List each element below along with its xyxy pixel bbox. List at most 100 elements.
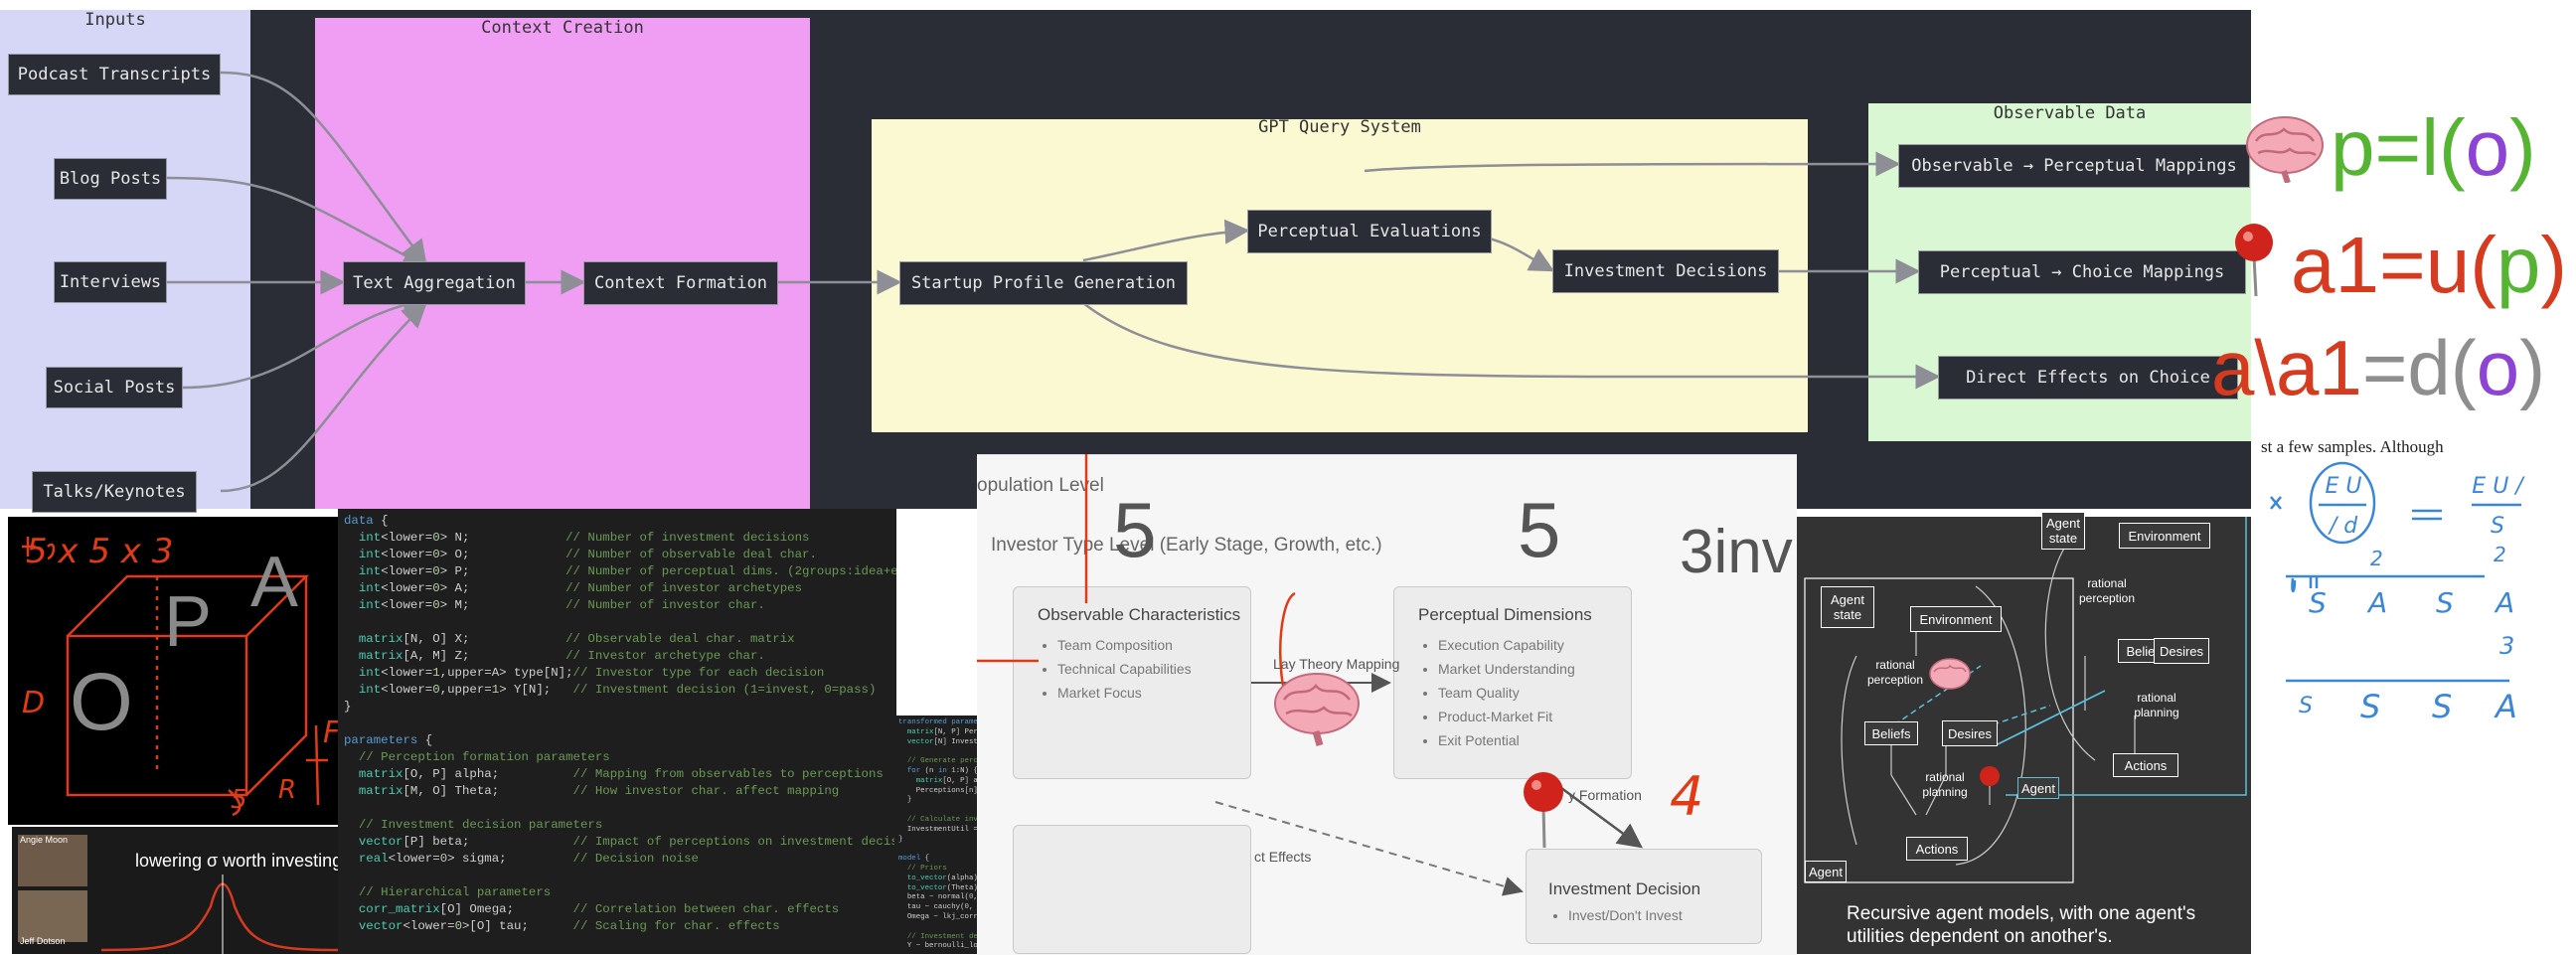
input-social-posts[interactable]: Social Posts	[46, 367, 183, 408]
perceptual-evaluations-node[interactable]: Perceptual Evaluations	[1247, 210, 1492, 253]
observable-data-panel-title: Observable Data	[1993, 103, 2147, 123]
outer-environment-box[interactable]: Environment	[2119, 523, 2210, 549]
startup-profile-generation-node[interactable]: Startup Profile Generation	[899, 261, 1188, 305]
inner-agent-box[interactable]: Agent	[1805, 861, 1847, 882]
bell-curve	[101, 875, 340, 954]
brain-icon	[2246, 116, 2324, 183]
code2-line: // Priors	[906, 864, 947, 873]
inner-desires-box[interactable]: Desires	[1942, 720, 1998, 746]
input-talks-keynotes[interactable]: Talks/Keynotes	[32, 471, 197, 513]
code1-line: int<lower=0> P; // Number of perceptual …	[358, 564, 896, 578]
input-podcast-transcripts[interactable]: Podcast Transcripts	[8, 54, 221, 95]
webcam-name-2: Jeff Dotson	[20, 936, 66, 946]
pd-item-pmf: Product-Market Fit	[1438, 705, 1631, 728]
note-fraction-right: E U / S	[2472, 474, 2523, 539]
inner-agent-state-box[interactable]: Agent state	[1821, 586, 1874, 628]
inner-environment-box[interactable]: Environment	[1910, 606, 2002, 632]
input-interviews[interactable]: Interviews	[54, 261, 167, 303]
text-aggregation-node[interactable]: Text Aggregation	[343, 261, 526, 305]
pushpin-icon-model	[1524, 772, 1563, 849]
gpt-query-panel-title: GPT Query System	[1258, 117, 1421, 137]
eq1-o: o	[2465, 103, 2510, 192]
video-thumbnail[interactable]: Angie Moon Jeff Dotson lowering σ worth …	[12, 827, 340, 954]
video-caption: lowering σ worth investing	[135, 851, 340, 871]
eq2-a1: a1	[2291, 221, 2379, 309]
overlay-number-5-right: 5	[1518, 486, 1561, 573]
sketch-hand-d: D	[22, 686, 46, 720]
output-direct-effects[interactable]: Direct Effects on Choice	[1938, 356, 2238, 399]
pushpin-icon	[2235, 224, 2273, 297]
handwritten-note-panel: st a few samples. Although E U / d = E U…	[2251, 437, 2576, 954]
code1-line	[344, 800, 896, 817]
code1-line: int<lower=0> O; // Number of observable …	[358, 548, 817, 561]
formation-label: y Formation	[1568, 787, 1642, 803]
outer-actions-box[interactable]: Actions	[2113, 753, 2178, 777]
code1-line: // Hierarchical parameters	[358, 885, 552, 899]
output-perceptual-choice[interactable]: Perceptual → Choice Mappings	[1918, 250, 2246, 294]
outer-desires-box[interactable]: Desires	[2154, 638, 2209, 664]
output-observable-perceptual[interactable]: Observable → Perceptual Mappings	[1898, 144, 2250, 188]
note-fraction-left: E U / d	[2325, 474, 2362, 539]
eq1-close: )	[2509, 103, 2536, 192]
agent-diagram-caption: Recursive agent models, with one agent's…	[1847, 903, 2196, 947]
eq3-o: o	[2476, 324, 2520, 411]
code1-line: // Investment decision parameters	[358, 818, 603, 832]
eq2-close: )	[2540, 221, 2567, 309]
webcam-tile-1	[18, 835, 87, 886]
overlay-number-5-left: 5	[1113, 486, 1157, 573]
code2-line: }	[898, 835, 903, 844]
pd-item-exit: Exit Potential	[1438, 728, 1631, 752]
oc-item-team: Team Composition	[1057, 633, 1250, 657]
note-top-text: st a few samples. Although	[2261, 437, 2444, 456]
code1-line: matrix[M, O] Theta; // How investor char…	[358, 784, 840, 798]
inner-rational-perception: rational perception	[1866, 658, 1924, 687]
code1-line: data {	[344, 514, 389, 528]
input-blog-posts[interactable]: Blog Posts	[54, 158, 167, 200]
context-formation-node[interactable]: Context Formation	[583, 261, 778, 305]
code1-line: int<lower=0> N; // Number of investment …	[358, 531, 810, 545]
outer-rational-planning: rational planning	[2134, 691, 2179, 719]
investment-decisions-node[interactable]: Investment Decisions	[1552, 249, 1779, 293]
oc-item-tech: Technical Capabilities	[1057, 657, 1250, 681]
note-row1-mark-1: 2	[2370, 547, 2383, 570]
code1-line: corr_matrix[O] Omega; // Correlation bet…	[358, 902, 840, 916]
outer-agent-box[interactable]: Agent	[2017, 777, 2059, 799]
pushpin-icon-agent	[1980, 766, 2000, 805]
code1-line: int<lower=0> A; // Number of investor ar…	[358, 581, 803, 595]
note-row2-mark: 3	[2499, 632, 2515, 660]
code1-line: int<lower=1,upper=A> type[N];// Investor…	[358, 666, 825, 680]
sketch-label-p: P	[164, 582, 213, 662]
direct-effects-label: ct Effects	[1254, 849, 1312, 865]
webcam-tile-2	[18, 890, 87, 942]
inputs-panel-title: Inputs	[84, 10, 146, 30]
investment-decision-title: Investment Decision	[1548, 879, 1701, 898]
inner-actions-box[interactable]: Actions	[1906, 837, 1968, 861]
sketch-hand-r: R	[278, 775, 297, 805]
eq1-l: l(	[2421, 103, 2466, 192]
outer-agent-state-box[interactable]: Agent state	[2041, 512, 2085, 550]
overlay-3inv: 3inv	[1680, 518, 1793, 586]
sketch-hand-dims: 5 x 5 x 3	[26, 532, 174, 571]
code1-line: vector<lower=0>[O] tau; // Scaling for c…	[358, 919, 780, 933]
code1-line: int<lower=0> M; // Number of investor ch…	[358, 598, 765, 612]
lower-left-card	[1013, 825, 1251, 954]
equation-perception: p=l(o)	[2331, 103, 2536, 193]
brain-icon-model	[1274, 673, 1360, 746]
code1-line: }	[344, 700, 352, 714]
code1-line: matrix[N, O] X; // Observable deal char.…	[358, 632, 795, 646]
note-row1-s2: S	[2436, 586, 2454, 619]
note-row1-a1: A	[2368, 586, 2388, 619]
perceptual-dimensions-card[interactable]: Perceptual Dimensions Execution Capabili…	[1393, 586, 1632, 779]
note-row1-s1: S	[2309, 586, 2327, 619]
observable-characteristics-card[interactable]: Observable Characteristics Team Composit…	[1013, 586, 1251, 779]
investment-decision-card[interactable]: Investment Decision Invest/Don't Invest	[1526, 849, 1762, 944]
code1-line: matrix[A, M] Z; // Investor archetype ch…	[358, 649, 765, 663]
code1-line	[344, 868, 896, 884]
cube-sketch	[22, 537, 328, 817]
note-row2-s2: S	[2360, 688, 2381, 725]
id-item-invest: Invest/Don't Invest	[1568, 903, 1761, 927]
sketch-label-o: O	[70, 657, 133, 747]
code2-line: model {	[898, 855, 930, 864]
eq1-equals: =	[2374, 103, 2422, 192]
inner-beliefs-box[interactable]: Beliefs	[1864, 721, 1918, 745]
